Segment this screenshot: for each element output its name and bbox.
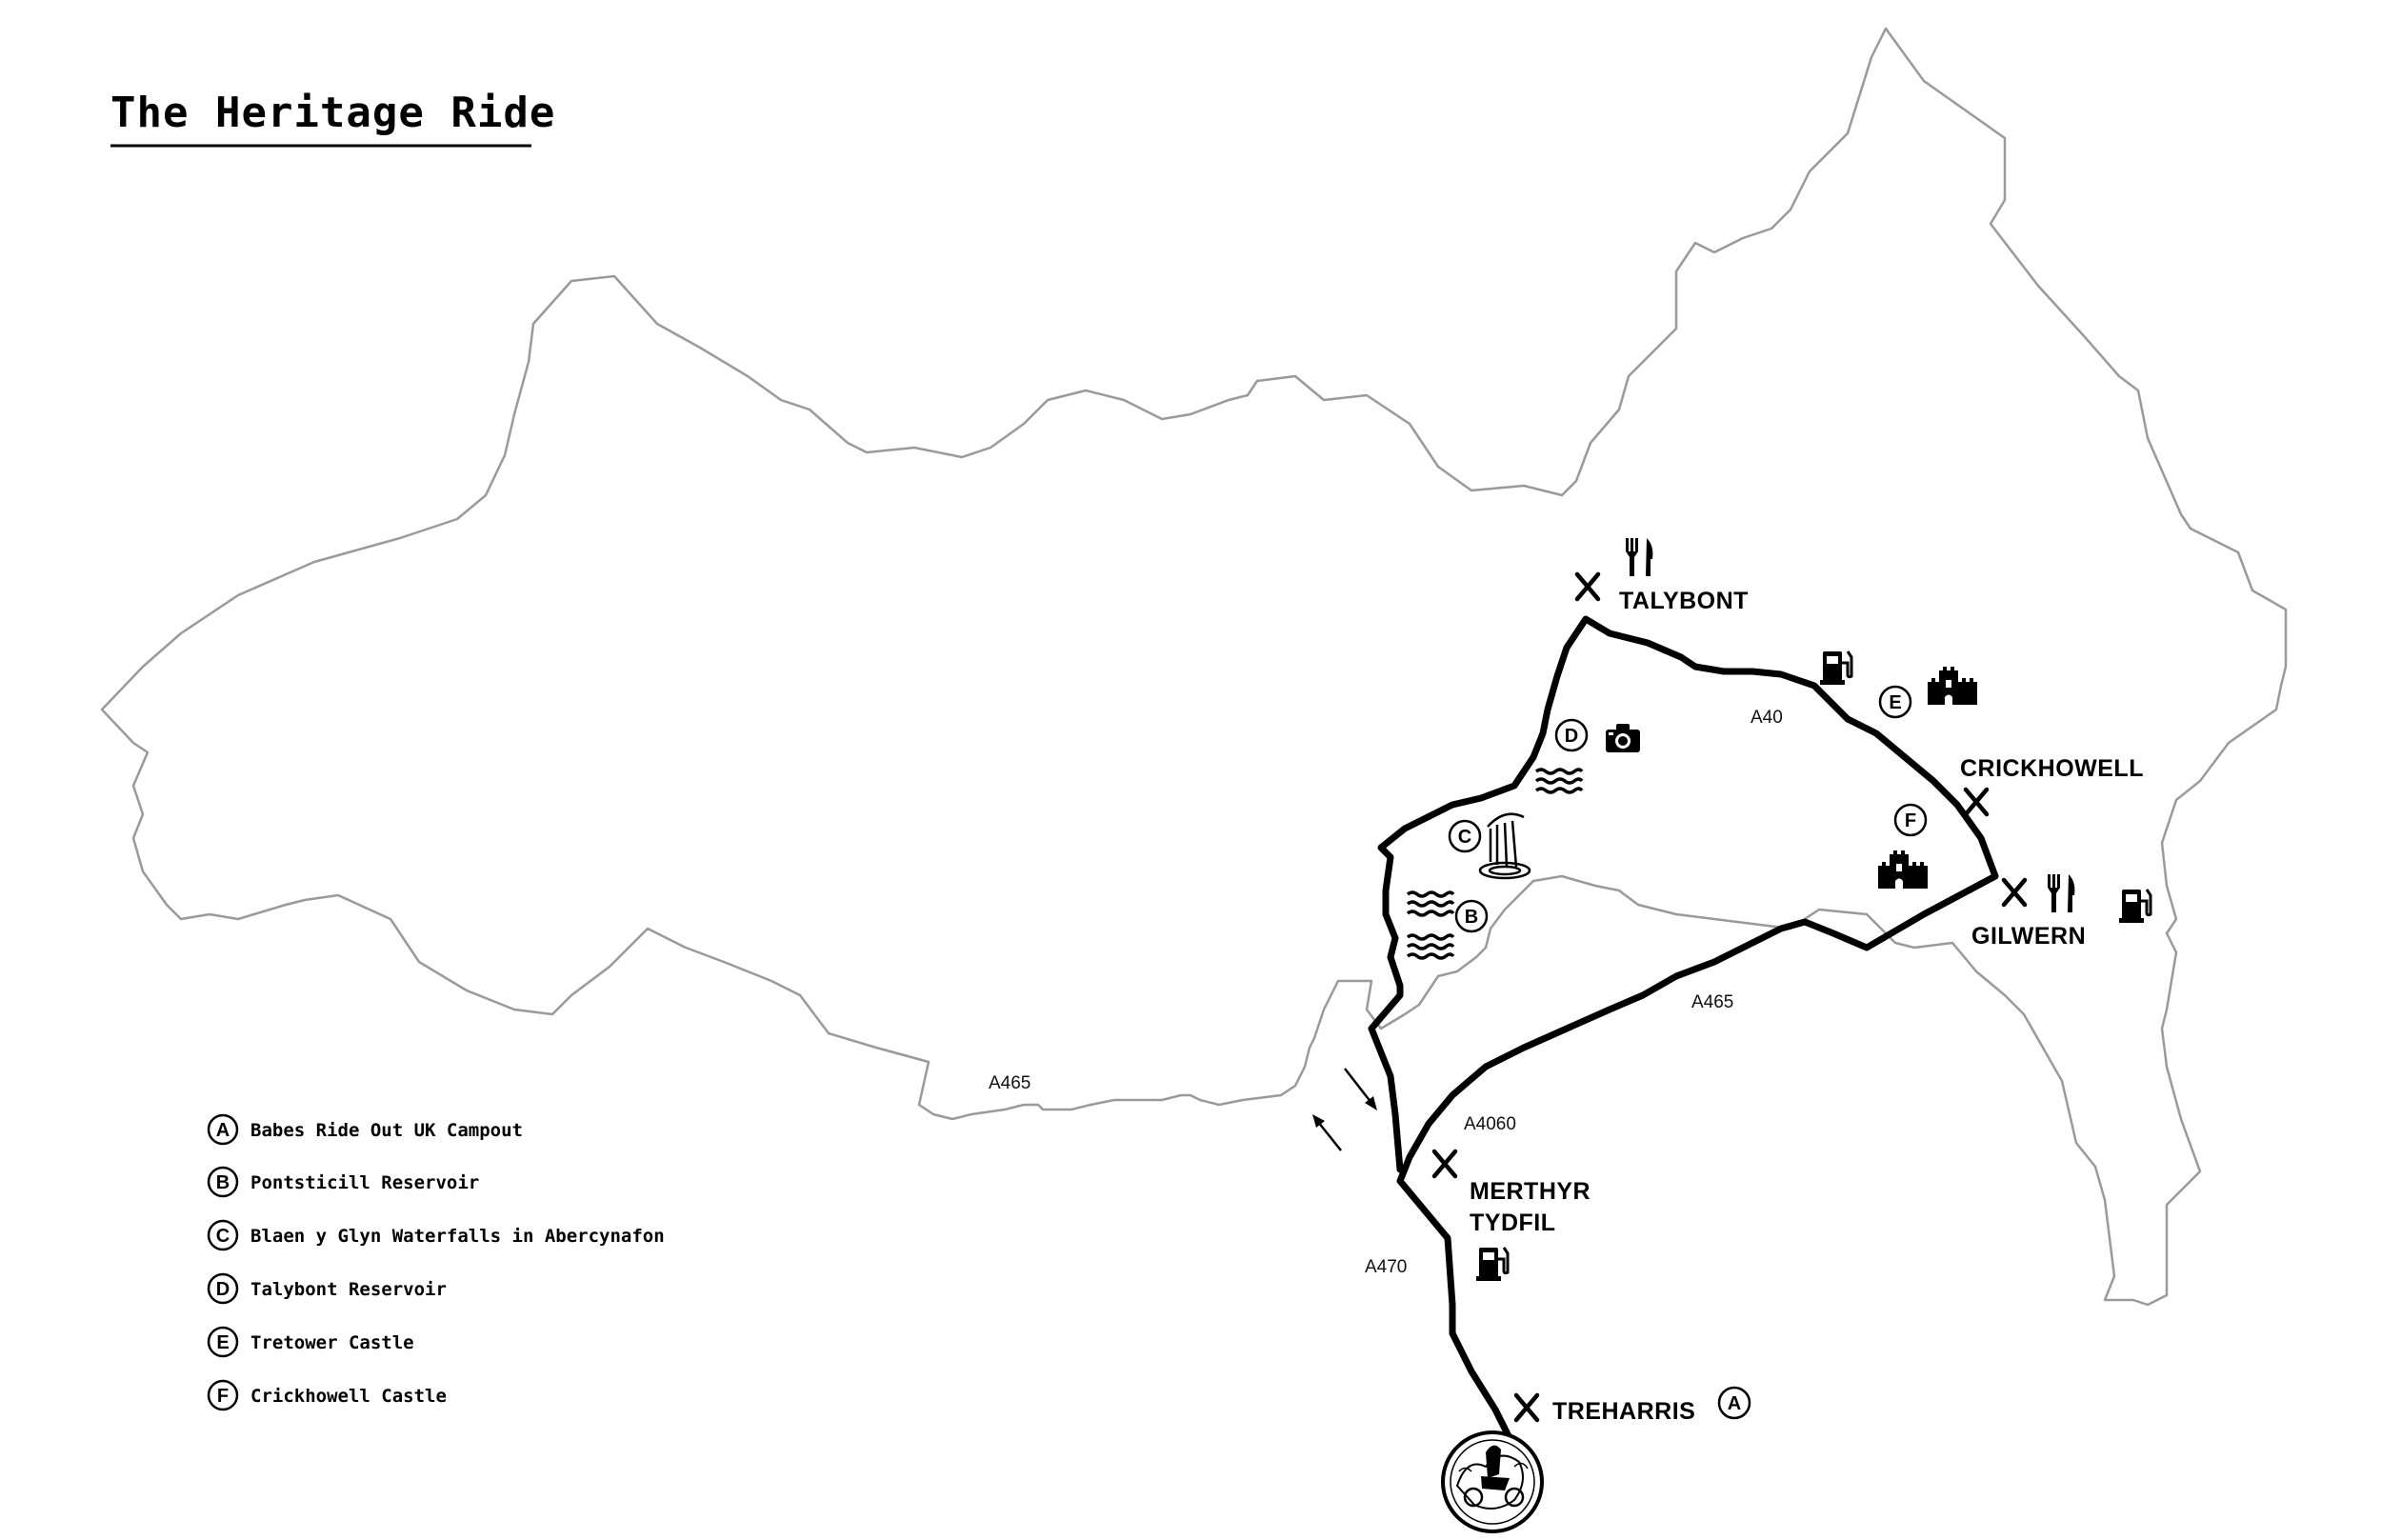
place-label-gilwern: GILWERN <box>1971 923 2086 950</box>
legend-item: C Blaen y Glyn Waterfalls in Abercynafon <box>207 1219 665 1251</box>
fuel-pump-icon <box>1818 650 1853 687</box>
legend-label: Crickhowell Castle <box>250 1386 447 1407</box>
water-waves-icon <box>1406 890 1455 917</box>
castle-icon <box>1928 667 1977 705</box>
place-label-tydfil: TYDFIL <box>1470 1210 1556 1236</box>
road-label-a465-west: A465 <box>989 1073 1030 1093</box>
place-label-talybont: TALYBONT <box>1619 588 1749 614</box>
route-loop <box>1368 615 1999 1442</box>
legend: A Babes Ride Out UK Campout B Pontsticil… <box>207 1113 665 1411</box>
direction-arrow-south <box>1344 1068 1377 1110</box>
legend-label: Pontsticill Reservoir <box>250 1172 479 1193</box>
road-label-a465-east: A465 <box>1691 992 1733 1012</box>
svg-text:B: B <box>1465 907 1478 928</box>
stop-marker-gilwern <box>2004 880 2025 905</box>
legend-item: E Tretower Castle <box>207 1326 414 1358</box>
stop-marker-merthyr <box>1434 1151 1455 1176</box>
place-label-merthyr: MERTHYR <box>1470 1178 1591 1205</box>
svg-text:E: E <box>216 1332 229 1353</box>
water-waves-icon <box>1534 768 1584 794</box>
svg-text:E: E <box>1889 692 1901 713</box>
road-label-a40: A40 <box>1751 708 1783 728</box>
legend-label: Blaen y Glyn Waterfalls in Abercynafon <box>250 1226 665 1247</box>
poi-marker-b: B <box>1454 899 1489 933</box>
stop-marker-crickhowell <box>1966 790 1987 814</box>
svg-text:C: C <box>216 1226 230 1247</box>
direction-arrow-north <box>1312 1114 1342 1151</box>
poi-marker-f: F <box>1893 803 1928 837</box>
water-waves-icon <box>1406 933 1455 960</box>
waterfall-icon <box>1478 812 1531 880</box>
stop-marker-treharris <box>1516 1395 1537 1420</box>
legend-item: B Pontsticill Reservoir <box>207 1166 479 1198</box>
rider-emblem-icon <box>1441 1430 1544 1533</box>
fuel-pump-icon <box>2117 888 2152 925</box>
svg-text:B: B <box>216 1172 230 1193</box>
fuel-pump-icon <box>1474 1246 1510 1283</box>
svg-text:A: A <box>216 1120 230 1141</box>
svg-text:A: A <box>1728 1393 1741 1414</box>
legend-item: F Crickhowell Castle <box>207 1379 447 1411</box>
road-label-a470: A470 <box>1365 1257 1407 1277</box>
stop-marker-talybont <box>1577 574 1598 599</box>
place-label-crickhowell: CRICKHOWELL <box>1960 755 2144 782</box>
poi-marker-c: C <box>1448 819 1482 853</box>
svg-text:D: D <box>1565 726 1578 747</box>
road-label-a4060: A4060 <box>1464 1114 1516 1134</box>
legend-item: D Talybont Reservoir <box>207 1272 447 1305</box>
map-title: The Heritage Ride <box>110 89 555 137</box>
knife-fork-icon <box>2048 874 2075 912</box>
poi-marker-a: A <box>1717 1386 1751 1420</box>
poi-marker-e: E <box>1878 685 1912 719</box>
svg-text:F: F <box>217 1386 229 1407</box>
camera-icon <box>1606 724 1640 752</box>
poi-marker-d: D <box>1554 718 1589 752</box>
svg-text:C: C <box>1458 827 1471 848</box>
svg-text:D: D <box>216 1279 230 1300</box>
legend-label: Tretower Castle <box>250 1332 414 1353</box>
legend-label: Babes Ride Out UK Campout <box>250 1120 523 1141</box>
svg-text:F: F <box>1905 810 1916 831</box>
castle-icon <box>1878 850 1928 889</box>
legend-item: A Babes Ride Out UK Campout <box>207 1113 523 1146</box>
place-label-treharris: TREHARRIS <box>1552 1398 1695 1425</box>
region-boundary <box>100 27 2288 1307</box>
legend-label: Talybont Reservoir <box>250 1279 447 1300</box>
knife-fork-icon <box>1626 538 1653 576</box>
